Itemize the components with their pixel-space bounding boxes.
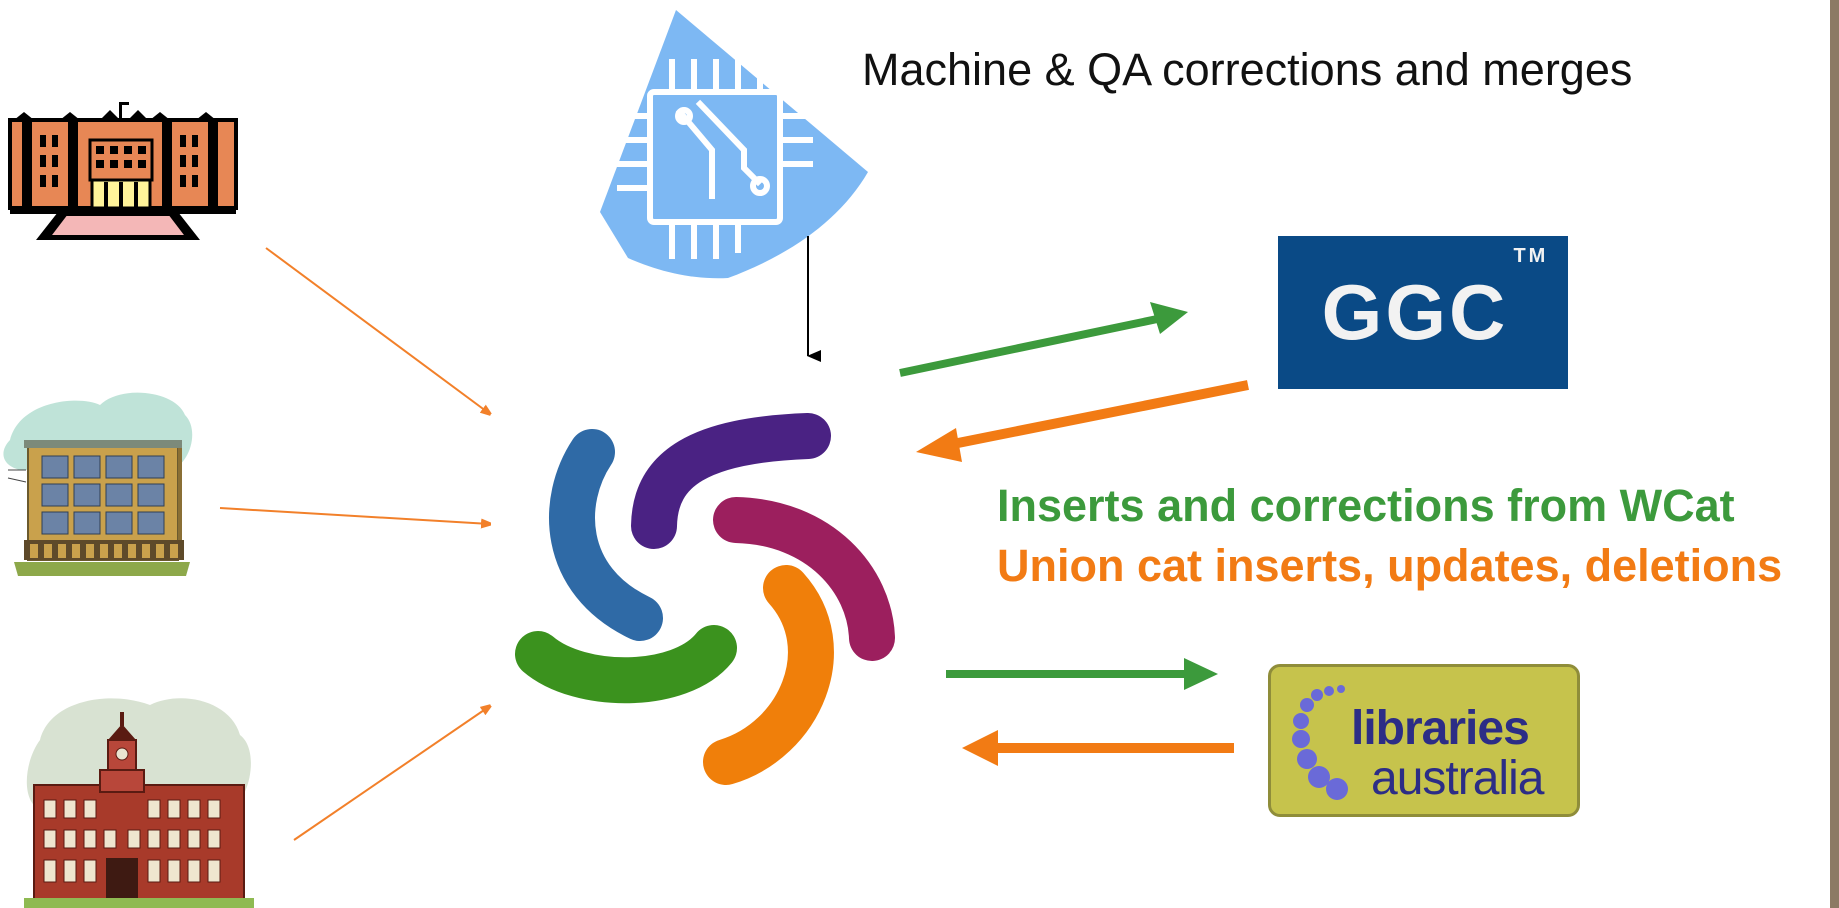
- trademark-mark: TM: [1513, 245, 1549, 267]
- library-building-icon: [8, 102, 238, 240]
- caption-machine-qa: Machine & QA corrections and merges: [862, 44, 1633, 95]
- office-building-icon: [3, 392, 193, 576]
- arrow-hub-to-la: [946, 658, 1218, 690]
- dots-arc-icon: [1292, 685, 1348, 800]
- arrow-library-bottom-to-hub: [293, 706, 490, 841]
- libraries-australia-logo: libraries australia: [1268, 664, 1580, 817]
- caption-wcat-inserts: Inserts and corrections from WCat: [997, 480, 1735, 531]
- arrow-library-mid-to-hub: [219, 507, 490, 524]
- circuit-chip-icon: [600, 10, 868, 279]
- worldcat-swirl-logo: [515, 413, 895, 785]
- town-hall-building-icon: [24, 698, 254, 908]
- arrow-hub-to-ggc: [899, 302, 1188, 377]
- la-logo-line1: libraries: [1351, 702, 1530, 755]
- arrow-la-to-hub: [962, 730, 1234, 766]
- arrow-library-top-to-hub: [265, 247, 490, 414]
- arrow-ggc-to-hub: [916, 380, 1249, 462]
- caption-union-cat: Union cat inserts, updates, deletions: [997, 540, 1783, 591]
- la-logo-line2: australia: [1371, 752, 1544, 805]
- slide-right-border: [1830, 0, 1839, 908]
